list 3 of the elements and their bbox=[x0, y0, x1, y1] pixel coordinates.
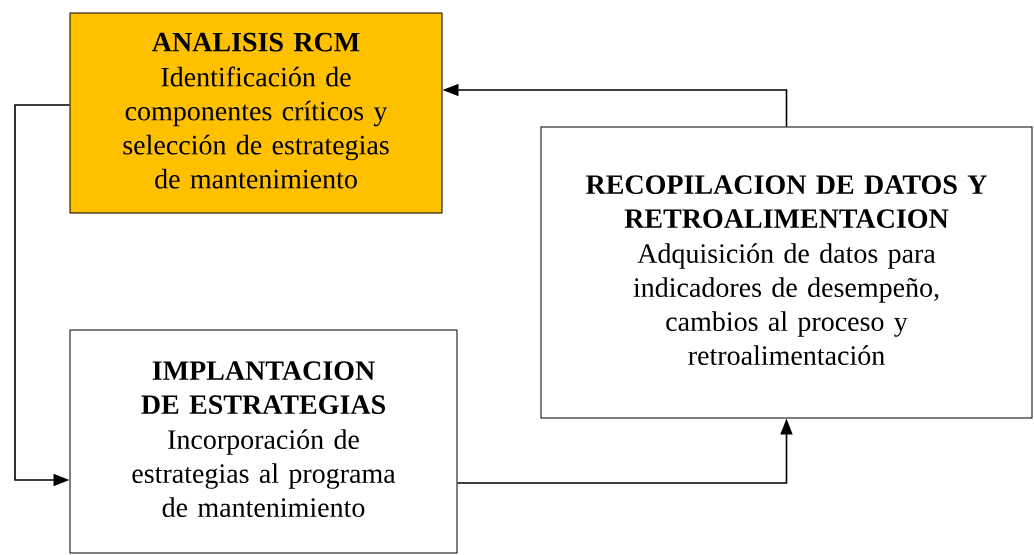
process-box: RECOPILACION DE DATOS Y RETROALIMENTACION Adquisición de datos para indicadores de desempeño, cambios al proceso y retroalimentación bbox=[540, 126, 1033, 419]
process-box: ANALISIS RCM Identificación de componentes críticos y selección de estrategias de mantenimiento bbox=[69, 12, 443, 214]
process-box: IMPLANTACION DE ESTRATEGIAS Incorporación de estrategias al programa de mantenimiento bbox=[69, 329, 458, 554]
